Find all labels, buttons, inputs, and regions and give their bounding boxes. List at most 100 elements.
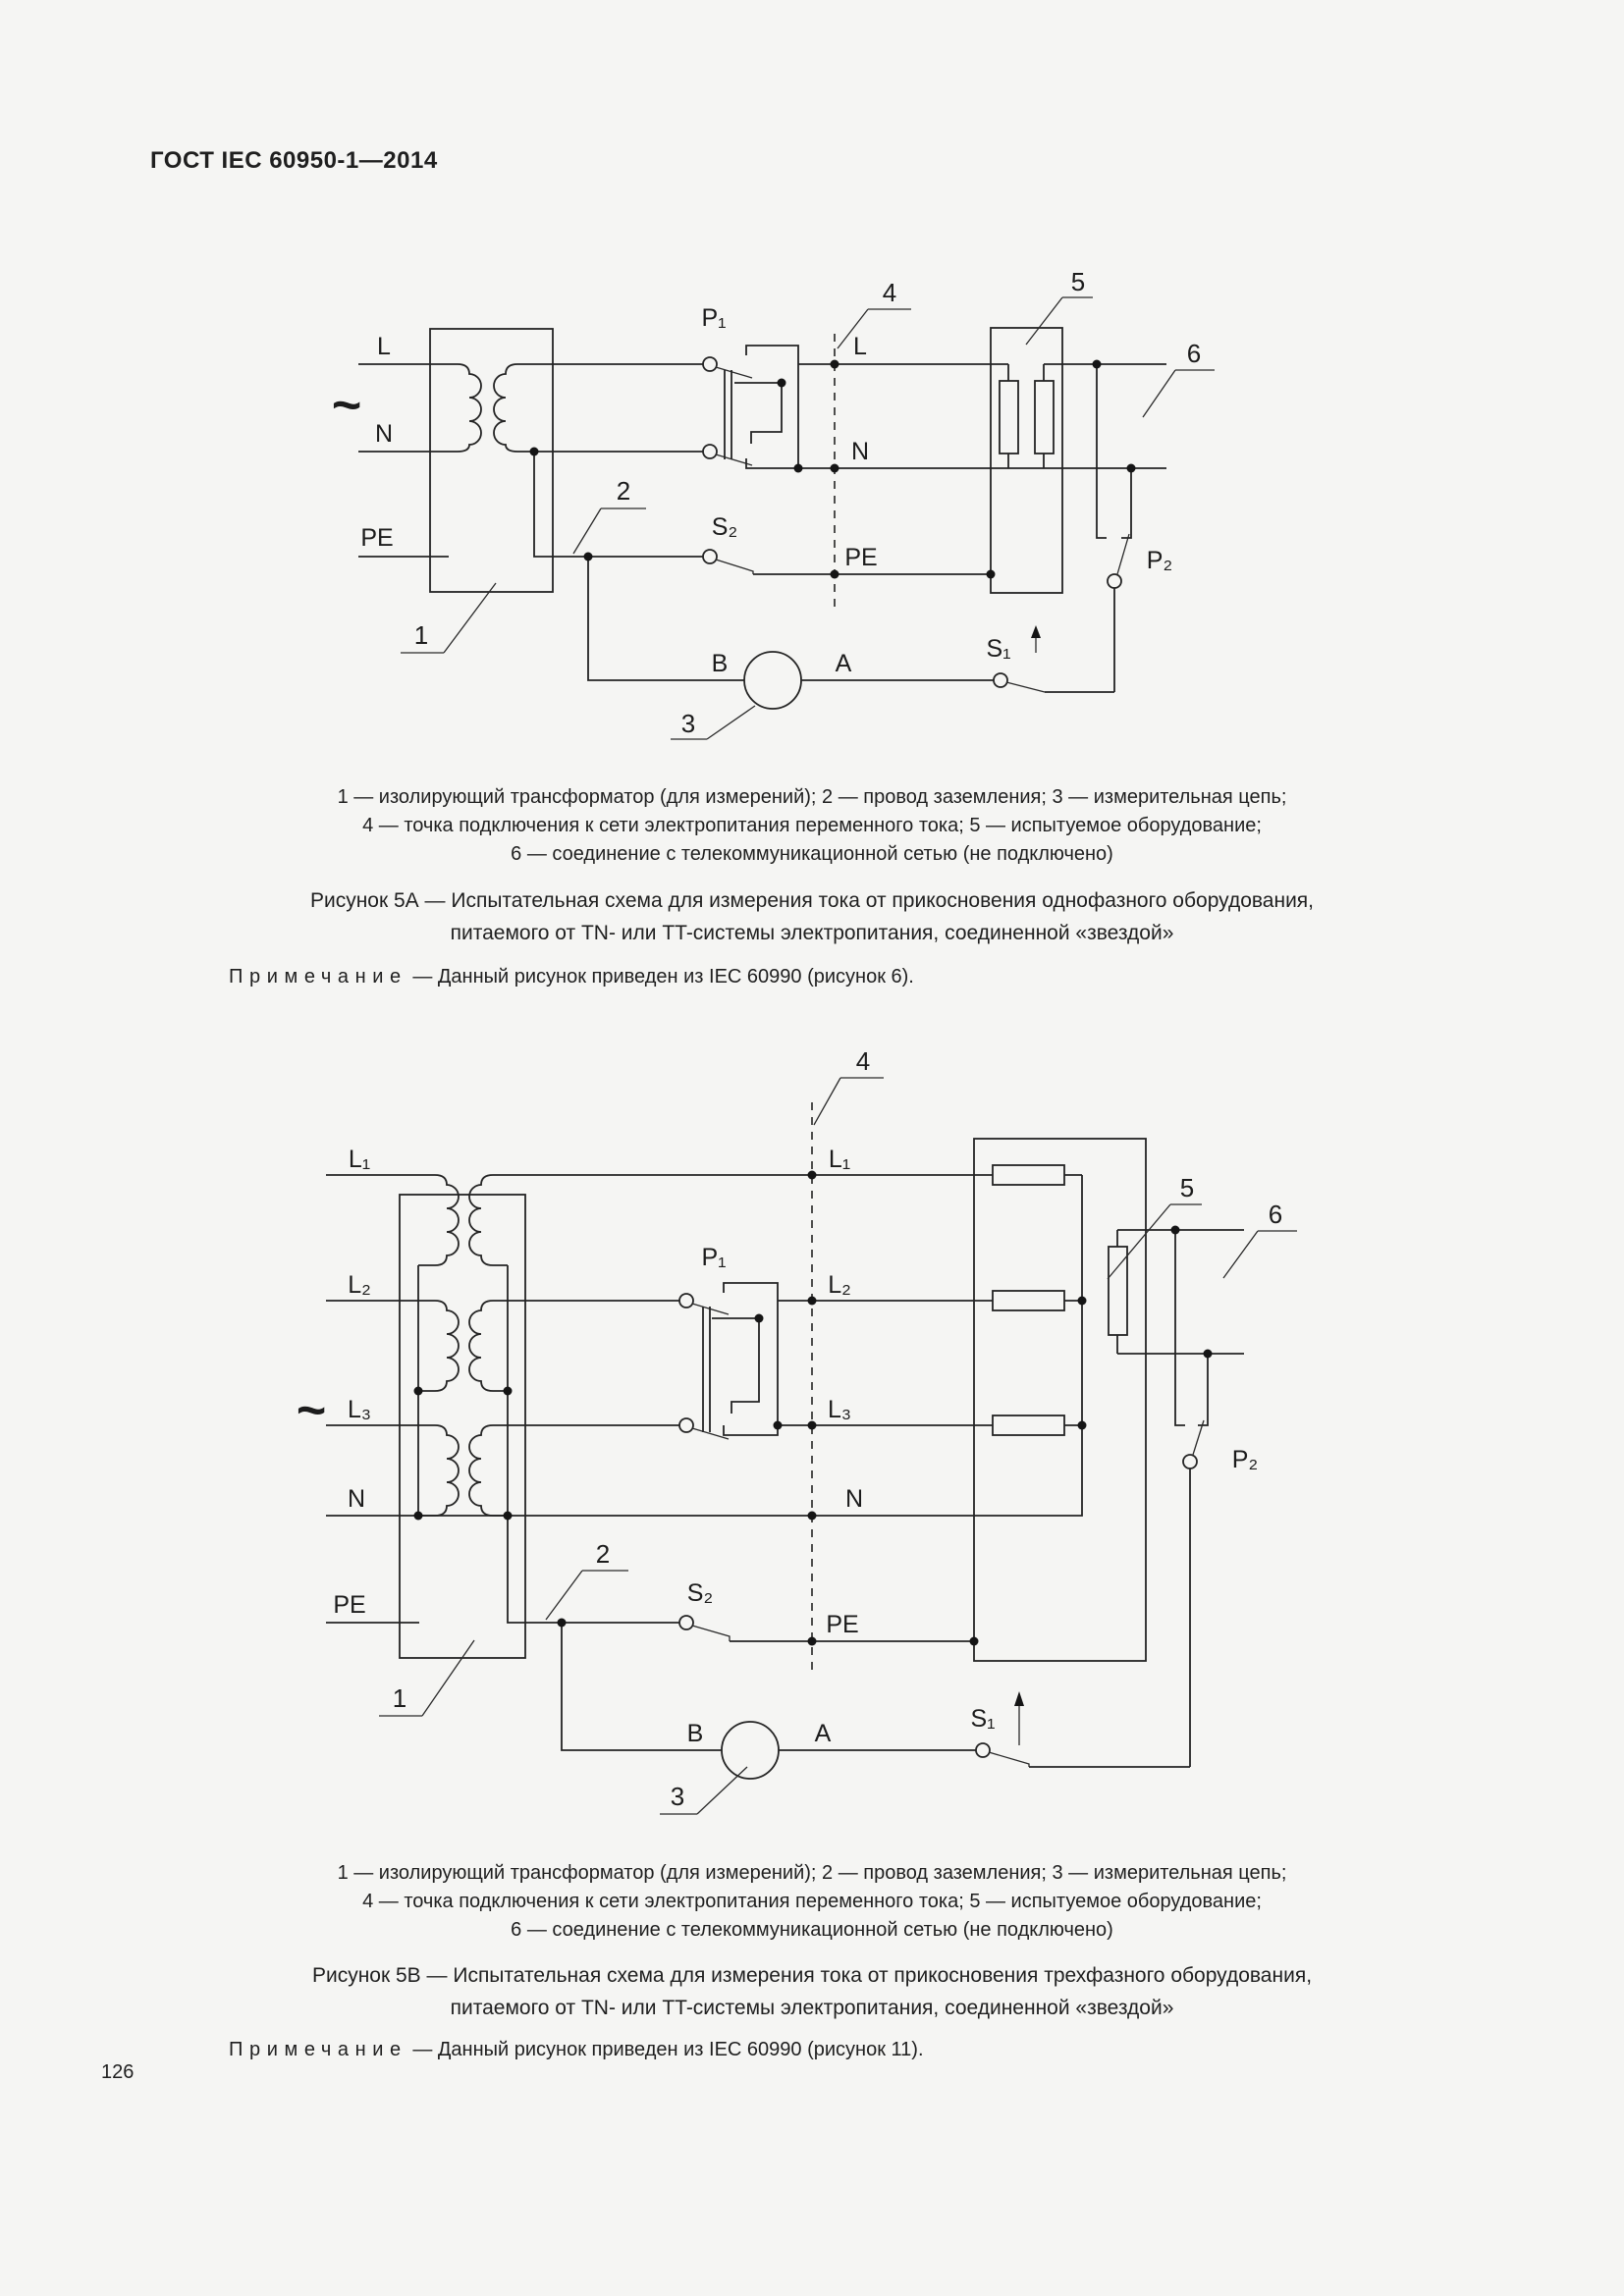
label-pe-in: PE xyxy=(360,524,393,552)
primary-winding-l1 xyxy=(326,1174,460,1266)
legend-line: 6 — соединение с телекоммуникационной се… xyxy=(511,1919,1113,1941)
label-s1: S₁ xyxy=(986,635,1010,663)
legend-line: 4 — точка подключения к сети электропита… xyxy=(362,1891,1262,1912)
load-resistor xyxy=(999,380,1019,454)
switch-s1 xyxy=(993,588,1115,693)
wire-meter-drop xyxy=(561,1623,722,1751)
label-n-out: N xyxy=(845,1485,863,1513)
label-l-in: L xyxy=(377,333,391,360)
figure-5b-caption: Рисунок 5B — Испытательная схема для изм… xyxy=(174,1959,1450,2024)
switch-terminal xyxy=(993,672,1008,688)
label-l2-in: L₂ xyxy=(348,1271,371,1299)
callout-3: 3 xyxy=(671,1782,684,1811)
probe-p1 xyxy=(702,345,799,469)
equipment-under-test xyxy=(973,1138,1244,1662)
note-label: Примечание xyxy=(229,2039,407,2060)
s1-arrow-head xyxy=(1014,1691,1024,1706)
probe-internal xyxy=(734,382,783,444)
label-l-out: L xyxy=(853,333,867,360)
leader-lines xyxy=(379,1077,1297,1815)
transformer-box xyxy=(429,328,554,593)
junction-dots xyxy=(529,359,1136,579)
ac-source-symbol: ~ xyxy=(332,377,361,434)
leader-2 xyxy=(545,1570,628,1621)
label-s1: S₁ xyxy=(970,1705,995,1733)
switch-blade xyxy=(691,1625,731,1641)
resistor-stubs xyxy=(1007,364,1045,468)
leader-lines xyxy=(401,296,1215,740)
isolating-transformer xyxy=(358,328,554,593)
probe-contact-bars xyxy=(724,370,732,459)
switch-s2 xyxy=(702,549,991,575)
label-p1: P₁ xyxy=(701,304,726,332)
label-l3-out: L₃ xyxy=(828,1396,851,1423)
load-resistor-l1 xyxy=(992,1164,1065,1186)
label-n-out: N xyxy=(851,438,869,465)
figure-5b-schematic: L₁ L₂ ~ L₃ N PE L₁ L₂ L₃ N PE P₁ S₂ P₂ S… xyxy=(297,1046,1297,1815)
figure-5a-note: Примечание — Данный рисунок приведен из … xyxy=(229,966,914,988)
switch-terminal xyxy=(975,1742,991,1758)
secondary-winding-l1 xyxy=(468,1174,508,1266)
secondary-winding-l2 xyxy=(468,1300,508,1392)
load-resistor-l3 xyxy=(992,1415,1065,1436)
switch-blade xyxy=(1005,681,1046,693)
leader-6 xyxy=(1222,1230,1297,1279)
measuring-instrument xyxy=(743,651,994,710)
label-l1-in: L₁ xyxy=(349,1146,370,1173)
leader-4 xyxy=(837,308,911,349)
caption-line: питаемого от TN- или TT-системы электроп… xyxy=(450,922,1174,944)
callout-5: 5 xyxy=(1071,267,1085,296)
wire-n-and-star-bus xyxy=(326,1175,1083,1517)
legend-line: 4 — точка подключения к сети электропита… xyxy=(362,815,1262,836)
label-p2: P₂ xyxy=(1232,1446,1258,1473)
label-n-in: N xyxy=(375,420,393,448)
label-a: A xyxy=(836,650,852,677)
switch-blade xyxy=(988,1751,1030,1767)
load-resistor xyxy=(1034,380,1055,454)
switch-s2 xyxy=(678,1615,974,1642)
wire-earth xyxy=(533,452,703,558)
leader-3 xyxy=(671,705,756,740)
label-b: B xyxy=(687,1720,704,1747)
switch-terminal xyxy=(702,549,718,564)
caption-line: питаемого от TN- или TT-системы электроп… xyxy=(450,1997,1174,2019)
leader-1 xyxy=(379,1639,475,1717)
leader-2 xyxy=(572,507,646,555)
telecom-terminals xyxy=(1096,364,1132,539)
junction-dot xyxy=(777,378,786,388)
label-pe-out: PE xyxy=(826,1611,858,1638)
switch-terminal xyxy=(678,1417,694,1433)
leader-5 xyxy=(1025,296,1093,346)
label-l3-in: L₃ xyxy=(348,1396,371,1423)
label-p2: P₂ xyxy=(1147,547,1172,574)
switch-terminal xyxy=(678,1293,694,1308)
ac-source-symbol: ~ xyxy=(297,1382,326,1439)
callout-5: 5 xyxy=(1180,1173,1194,1202)
leader-3 xyxy=(660,1766,748,1815)
meter-circle xyxy=(743,651,802,710)
figure-5a-caption: Рисунок 5А — Испытательная схема для изм… xyxy=(174,884,1450,949)
switch-blade xyxy=(1192,1419,1205,1456)
callout-6: 6 xyxy=(1187,339,1201,368)
switch-blade xyxy=(715,366,753,379)
figure-5b-note: Примечание — Данный рисунок приведен из … xyxy=(229,2039,924,2061)
probe-internal xyxy=(712,1317,760,1414)
callout-3: 3 xyxy=(681,709,695,738)
telecom-feed-bottom xyxy=(1116,1335,1244,1355)
switch-terminal xyxy=(1182,1454,1198,1469)
figure-5b-legend: 1 — изолирующий трансформатор (для измер… xyxy=(174,1859,1450,1945)
load-resistor-l2 xyxy=(992,1290,1065,1311)
caption-line: Рисунок 5А — Испытательная схема для изм… xyxy=(309,889,1315,912)
label-p1: P₁ xyxy=(701,1244,726,1271)
telecom-wire xyxy=(1121,468,1132,539)
note-label: Примечание xyxy=(229,966,407,988)
figure-5a-schematic: L ~ N PE L N PE P₁ S₂ P₂ S₁ B A 1 2 3 4 … xyxy=(332,267,1215,740)
primary-winding-l3 xyxy=(326,1424,460,1517)
switch-terminal xyxy=(1107,573,1122,589)
callout-1: 1 xyxy=(393,1683,406,1713)
callout-2: 2 xyxy=(596,1539,610,1569)
junction-dot xyxy=(754,1313,764,1323)
page-header: ГОСТ IEC 60950-1—2014 xyxy=(150,147,438,174)
callout-1: 1 xyxy=(414,620,428,650)
